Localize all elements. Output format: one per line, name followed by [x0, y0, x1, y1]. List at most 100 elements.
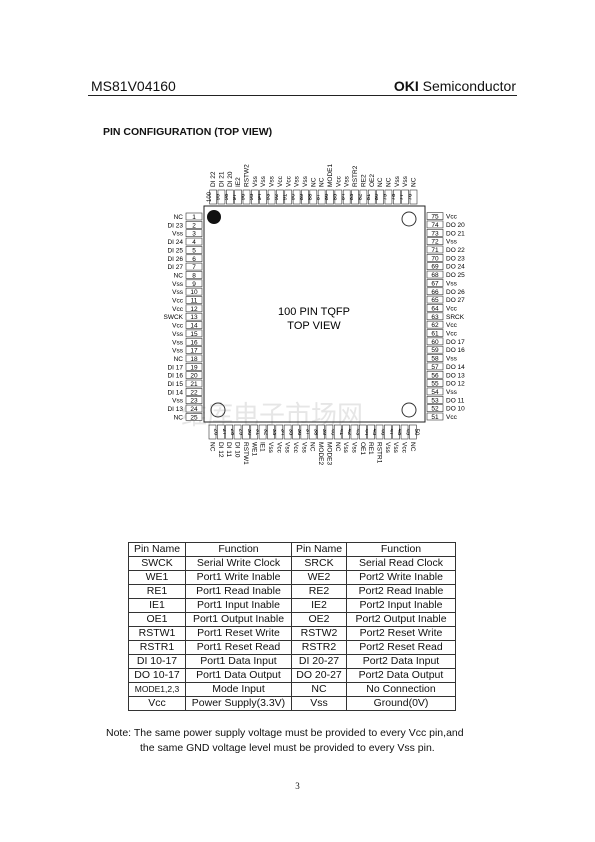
pin-box: [426, 362, 444, 371]
pin-box: [185, 279, 203, 288]
pin-function-table: Pin Name Function Pin Name Function SWCK…: [128, 542, 456, 711]
function-cell: Port1 Output Inable: [185, 612, 292, 627]
pin-number: 87: [316, 193, 322, 200]
pin-label: Vcc: [401, 442, 408, 454]
pin-label: DO 26: [446, 289, 465, 296]
pin-label: Vss: [172, 231, 184, 238]
pin-box: [217, 424, 225, 440]
page-number: 3: [295, 781, 300, 791]
pin-box: [251, 189, 259, 205]
pin-box: [317, 424, 325, 440]
pin-box: [367, 189, 376, 205]
pin-label: Vcc: [446, 331, 458, 338]
package-label: 100 PIN TQFP: [278, 306, 350, 318]
pin-number: 13: [190, 314, 198, 321]
pin-box: [325, 424, 334, 440]
pin-label: DI 17: [167, 364, 183, 371]
pin-label: DO 17: [446, 339, 465, 346]
pin-box: [226, 189, 234, 205]
pin-box: [250, 424, 259, 440]
chip-body: [203, 205, 426, 423]
pin-box: [426, 337, 444, 346]
pin-label: DI 15: [167, 381, 183, 388]
pin-box: [284, 189, 293, 205]
pin-label: Vss: [252, 175, 259, 187]
pin-label: NC: [174, 356, 184, 363]
pin-box: [326, 189, 334, 205]
pin-box: [233, 424, 242, 440]
pin-box: [384, 424, 392, 440]
pin-box: [209, 189, 217, 205]
pin-box: [185, 321, 203, 329]
pin-number: 96: [241, 193, 247, 200]
pin-box: [426, 354, 444, 362]
pin-label: Vss: [384, 442, 391, 454]
pin-number: 38: [313, 429, 319, 436]
pin-label: Vcc: [285, 175, 292, 187]
pin-number: 73: [431, 230, 439, 237]
pin-box: [242, 189, 251, 205]
power-note: Note: The same power supply voltage must…: [106, 726, 464, 756]
pin-box: [308, 424, 317, 440]
pin-number: 23: [190, 398, 198, 405]
pin-label: Vcc: [446, 322, 458, 329]
pin-box: [409, 424, 417, 440]
pin-label: Vcc: [172, 323, 184, 330]
pin-label: DI 20: [227, 171, 234, 187]
pin-label: DO 16: [446, 347, 465, 354]
pin-label: NC: [377, 177, 384, 187]
pin-label: IE1: [259, 442, 266, 452]
pin-name-cell: DI 10-17: [128, 654, 186, 669]
pin-name-cell: Vcc: [128, 696, 186, 711]
pin-label: DO 12: [446, 381, 465, 388]
header-function: Function: [346, 542, 456, 557]
pin-label: DI 24: [167, 239, 183, 246]
pin-box: [400, 424, 409, 440]
pin-name-cell: IE1: [128, 598, 186, 613]
pin-number: 88: [307, 193, 313, 200]
pin-number: 84: [341, 193, 347, 200]
pin-number: 52: [431, 406, 439, 413]
pin-box: [185, 371, 203, 379]
orientation-mark-top-right: [401, 211, 417, 227]
function-cell: Mode Input: [185, 682, 292, 697]
pin-label: OE1: [359, 442, 366, 455]
function-cell: Serial Read Clock: [346, 556, 456, 571]
pin-box: [185, 254, 203, 263]
pin-box: [426, 304, 444, 312]
pin-label: NC: [409, 442, 416, 452]
pin-number: 82: [357, 193, 363, 200]
pin-number: 42: [346, 429, 352, 436]
pin-box: [185, 329, 203, 338]
pin-label: DO 24: [446, 264, 465, 271]
pin-label: RSTW1: [242, 442, 249, 465]
pin-box: [376, 189, 384, 205]
pin-label: DO 21: [446, 230, 465, 237]
pin-box: [283, 424, 292, 440]
pin-number: 60: [431, 339, 439, 346]
pin-number: 50: [413, 429, 419, 436]
pin-box: [426, 279, 444, 287]
pin-number: 16: [190, 339, 198, 346]
pin-number: 64: [431, 305, 439, 312]
pin-number: 55: [431, 381, 439, 388]
function-cell: Port1 Data Input: [185, 654, 292, 669]
pin-label: DI 26: [167, 256, 183, 263]
function-cell: Port1 Read Inable: [185, 584, 292, 599]
pin-box: [185, 229, 203, 237]
pin-label: DO 23: [446, 255, 465, 262]
pin-box: [185, 212, 203, 221]
pin-box: [267, 424, 275, 440]
pin-number: 74: [431, 222, 439, 229]
pin-number: 48: [396, 429, 402, 436]
function-cell: Port2 Data Input: [346, 654, 456, 669]
pin-box: [309, 189, 318, 205]
pin-number: 7: [192, 264, 196, 271]
pin-box: [185, 388, 203, 396]
pin-number: 95: [249, 193, 255, 200]
pin-label: DI 22: [210, 171, 217, 187]
pin-number: 36: [296, 429, 302, 436]
